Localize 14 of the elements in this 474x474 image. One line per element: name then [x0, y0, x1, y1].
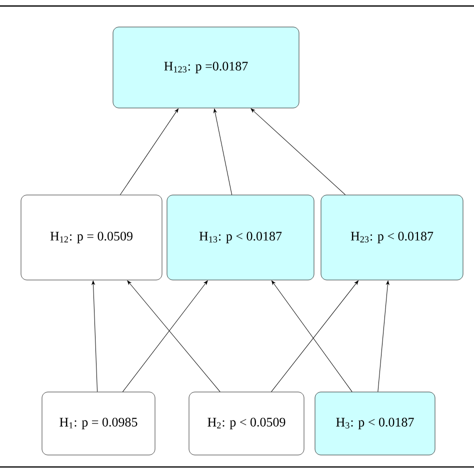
- hypothesis-box: H$_{2}$: p < 0.0509: [188, 392, 304, 456]
- hypothesis-box: H$_{1}$: p = 0.0985: [42, 392, 156, 456]
- arrow: [378, 280, 390, 392]
- arrow: [127, 280, 220, 392]
- arrow: [214, 108, 232, 196]
- hypothesis-box: H$_{12}$: p = 0.0509: [20, 194, 162, 280]
- hypothesis-box: H$_{13}$: p < 0.0187: [166, 194, 314, 280]
- arrow: [92, 280, 98, 392]
- arrow: [122, 280, 208, 392]
- hypothesis-box: H$_{23}$: p < 0.0187: [320, 194, 464, 280]
- arrow: [250, 108, 346, 196]
- hypothesis-box: H$_{123}$: p =0.0187: [112, 26, 300, 108]
- arrow: [120, 108, 178, 196]
- hypothesis-box: H$_{3}$: p < 0.0187: [314, 392, 436, 456]
